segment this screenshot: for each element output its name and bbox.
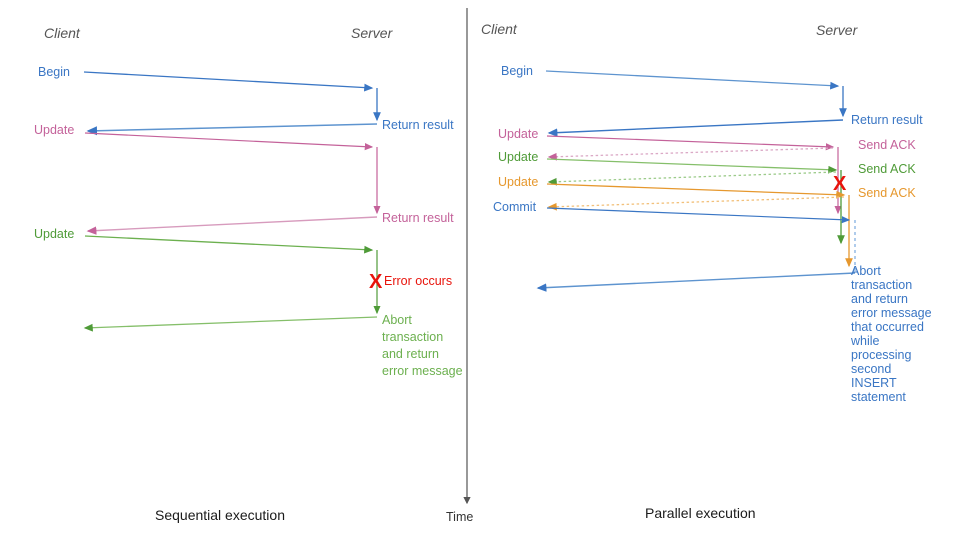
message-update-2-parallel: Update Send ACK [498,150,916,245]
abort-note-line-4: error message [382,364,463,378]
arrow-update-3-parallel [546,183,846,199]
error-marker-sequential: X Error occurs [369,271,452,293]
abort-note-sequential: Abort transaction and return error messa… [382,313,463,378]
abort-note-p-line-1: Abort [851,264,881,278]
error-marker-parallel: X [833,173,847,195]
arrow-abort-return-parallel [536,272,856,292]
error-x-icon: X [369,271,383,293]
server-activation-blue: Return result [86,88,454,136]
arrow-begin-parallel [545,70,840,90]
message-update-2: Update [34,227,381,332]
message-label-begin: Begin [38,65,70,79]
panel-caption-sequential: Sequential execution [155,507,285,523]
server-label-return-result-1: Return result [382,118,454,132]
message-update-1: Update Return result [34,123,454,235]
abort-note-line-2: transaction [382,330,443,344]
arrow-update-2 [84,235,374,254]
abort-note-p-line-7: processing [851,348,911,362]
server-label-send-ack-2: Send ACK [858,162,916,176]
abort-note-p-line-9: INSERT [851,376,897,390]
abort-note-line-3: and return [382,347,439,361]
lane-title-client: Client [44,25,81,41]
abort-note-p-line-10: statement [851,390,906,404]
arrow-ack-3-parallel [547,196,845,211]
abort-note-p-line-5: that occurred [851,320,924,334]
server-label-send-ack-1: Send ACK [858,138,916,152]
message-label-update-1: Update [34,123,74,137]
arrow-return-result-parallel [547,119,844,137]
message-begin: Begin [38,65,374,92]
message-label-update-2: Update [34,227,74,241]
server-label-return-result-2: Return result [382,211,454,225]
message-label-commit-parallel: Commit [493,200,537,214]
server-label-error-occurs: Error occurs [384,274,452,288]
time-axis-label: Time [446,510,473,524]
abort-note-line-1: Abort [382,313,412,327]
panel-sequential: Client Server Begin Return result Update… [34,25,463,523]
time-axis: Time [446,8,473,524]
abort-note-p-line-6: while [850,334,880,348]
message-commit-parallel: Commit [493,200,856,292]
arrow-update-1 [84,132,374,151]
abort-note-p-line-3: and return [851,292,908,306]
arrow-commit-parallel [546,207,851,224]
arrow-begin [83,71,374,92]
lane-title-server: Server [351,25,394,41]
abort-note-parallel: Abort transaction and return error messa… [850,264,932,404]
message-label-update-1-parallel: Update [498,127,538,141]
message-begin-parallel: Begin Return result [501,64,923,137]
arrow-ack-1-parallel [547,147,834,161]
message-label-update-2-parallel: Update [498,150,538,164]
arrow-abort-return [83,316,378,332]
panel-caption-parallel: Parallel execution [645,505,756,521]
lane-title-client-parallel: Client [481,21,518,37]
message-label-update-3-parallel: Update [498,175,538,189]
server-label-return-result-parallel: Return result [851,113,923,127]
message-update-1-parallel: Update Send ACK [498,127,916,215]
abort-note-p-line-8: second [851,362,891,376]
server-label-send-ack-3: Send ACK [858,186,916,200]
arrow-update-2-parallel [546,158,838,174]
arrow-return-result-2 [86,216,378,235]
arrow-return-result-1 [86,123,378,136]
message-label-begin-parallel: Begin [501,64,533,78]
abort-note-p-line-2: transaction [851,278,912,292]
arrow-update-1-parallel [546,135,835,151]
error-x-icon-parallel: X [833,173,847,195]
abort-note-p-line-4: error message [851,306,932,320]
panel-parallel: Client Server Begin Return result Update… [481,21,932,521]
arrow-ack-2-parallel [547,171,837,186]
lane-title-server-parallel: Server [816,22,859,38]
message-update-3-parallel: Update Send ACK [498,175,916,268]
